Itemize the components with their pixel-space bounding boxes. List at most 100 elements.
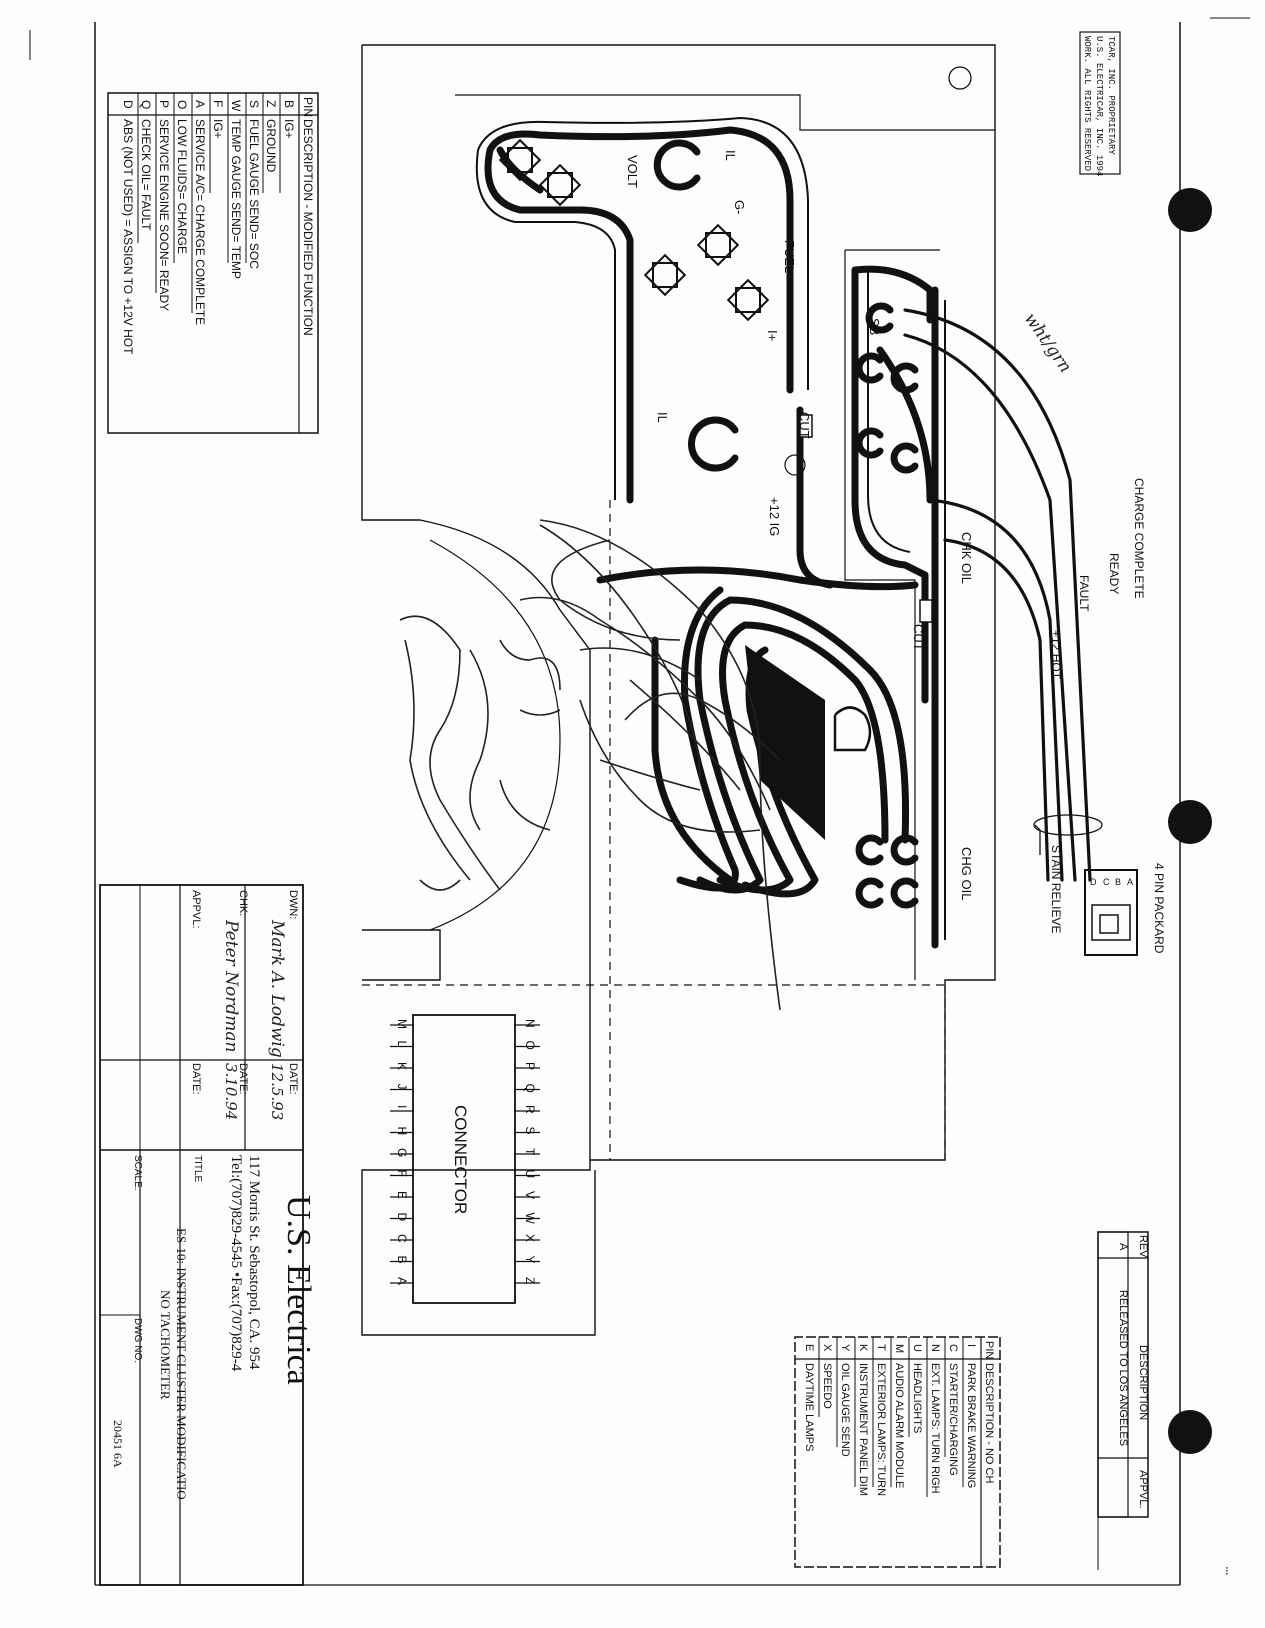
proprietary-notice: TCAR, INC. PROPRIETARY U.S. ELECTRICAR, … <box>1079 31 1121 176</box>
handwritten-wire-note: wht/grn <box>1020 309 1075 376</box>
pin-cell: S <box>247 100 261 108</box>
mounting-hole <box>784 454 806 476</box>
pin-description: GROUND <box>264 119 278 173</box>
label-ready: READY <box>1107 553 1121 594</box>
label-chg-oil: CHG OIL <box>959 847 974 900</box>
company-name: U.S. Electrica <box>280 1195 317 1385</box>
dwn-date: 12.5.93 <box>268 1063 286 1120</box>
company-phone: Tel:(707)829-4545 •Fax:(707)829-4 <box>228 1155 244 1372</box>
company-address: 117 Morris St. Sebastopol, CA. 954 <box>246 1155 262 1370</box>
pin-cell: F <box>211 100 225 107</box>
chk-date: 3.10.94 <box>222 1063 240 1120</box>
pin-description: SPEEDO <box>821 1363 833 1409</box>
title-label: TITLE <box>192 1155 203 1183</box>
label-4-pin-packard: 4 PIN PACKARD <box>1152 863 1166 954</box>
pin-description: IG+ <box>282 119 296 139</box>
packard-pin-label: B <box>1115 877 1121 887</box>
pin-cell: O <box>175 100 189 109</box>
harness-wires <box>903 308 1103 882</box>
connector-label: CONNECTOR <box>451 1105 470 1214</box>
connector-pin-label: S <box>523 1127 537 1135</box>
cut-marker <box>919 599 933 623</box>
label-i-plus: I+ <box>765 330 780 341</box>
notice-line-1: TCAR, INC. PROPRIETARY <box>1106 36 1116 155</box>
connector-pin-label: G <box>395 1148 409 1157</box>
pin-cell: W <box>229 100 243 112</box>
pin-description: SERVICE ENGINE SOON= READY <box>157 119 171 311</box>
connector-pin-label: Z <box>523 1277 537 1284</box>
connector-pin-label: I <box>395 1105 409 1108</box>
description-header: DESCRIPTION - MODIFIED FUNCTION <box>301 119 315 336</box>
chk-date-label: DATE: <box>237 1063 249 1095</box>
pin-cell: X <box>821 1344 833 1352</box>
pin-header: PIN <box>301 97 315 117</box>
pin-table-no-change: PIN DESCRIPTION - NO CH I PARK BRAKE WAR… <box>794 1336 1001 1568</box>
pin-cell: D <box>121 100 135 109</box>
connector-pin-label: Y <box>523 1256 537 1264</box>
connector-pin-label: L <box>395 1041 409 1048</box>
label-volt: VOLT <box>625 155 640 188</box>
rev-header: REV. <box>1137 1235 1149 1260</box>
label-cut-2: CUT <box>911 624 926 651</box>
connector-block: CONNECTOR <box>412 1014 516 1304</box>
packard-connector: D C B A <box>1084 869 1138 956</box>
dwg-number: 20451 6A <box>111 1420 125 1468</box>
packard-pin-label: D <box>1090 877 1097 887</box>
connector-pin-label: Q <box>523 1084 537 1093</box>
pin-cell: C <box>947 1344 959 1352</box>
label-fuel: FUEL <box>782 240 797 273</box>
pin-description: IG+ <box>211 119 225 139</box>
strain-relief-loop <box>1033 814 1103 836</box>
pin-cell: U <box>911 1344 923 1352</box>
label-strain-relieve: STAIN RELIEVE <box>1049 845 1063 933</box>
binder-hole <box>1168 800 1212 844</box>
pin-description: DAYTIME LAMPS <box>803 1363 815 1451</box>
mounting-hole <box>948 66 972 90</box>
pin-description: AUDIO ALARM MODULE <box>893 1363 905 1488</box>
label-g-minus: G- <box>732 200 747 214</box>
pin-description: PARK BRAKE WARNING <box>965 1363 977 1488</box>
dwn-name: Mark A. Lodwig <box>267 919 287 1058</box>
description-header: DESCRIPTION - NO CH <box>983 1363 995 1483</box>
pin-cell: A <box>193 100 207 108</box>
connector-pin-label: O <box>523 1041 537 1050</box>
pin-cell: Q <box>139 100 153 109</box>
gauge-rings <box>653 139 739 472</box>
filled-pad <box>745 645 825 840</box>
pin-cell: P <box>157 100 171 108</box>
pin-description: CHECK OIL= FAULT <box>139 119 153 231</box>
connector-pin-label: K <box>395 1062 409 1070</box>
appvl-date-label: DATE: <box>190 1063 202 1095</box>
cut-marker <box>799 414 813 438</box>
pin-cell: K <box>857 1344 869 1352</box>
label-il-top: IL <box>723 150 738 161</box>
notice-line-2: U.S. ELECTRICAR, INC. 1994 <box>1094 36 1104 176</box>
connector-pin-label: F <box>395 1170 409 1177</box>
label-fault: FAULT <box>1077 575 1091 612</box>
pin-cell: E <box>803 1344 815 1351</box>
connector-pin-label: M <box>395 1019 409 1029</box>
pin-cell: T <box>875 1344 887 1351</box>
pin-description: OIL GAUGE SEND <box>839 1363 851 1457</box>
title-line-1: ES-10: INSTRUMENT CLUSTER MODIFICATIO <box>174 1228 189 1500</box>
connector-pin-label: J <box>395 1084 409 1090</box>
rev-description: RELEASED TO LOS ANGELES <box>1117 1290 1129 1446</box>
handwritten-signature <box>399 519 781 1011</box>
label-chk-oil: CHK OIL <box>959 532 974 584</box>
title-line-2: NO TACHOMETER <box>158 1290 173 1400</box>
connector-pin-label: B <box>395 1256 409 1264</box>
board-labels: IL VOLT G- FUEL I+ IL CUT +12 IG SB CHK … <box>625 150 974 900</box>
packard-pin-label: C <box>1103 877 1110 887</box>
notice-line-3: WORK. ALL RIGHTS RESERVED <box>1082 36 1092 171</box>
title-block: DWN: Mark A. Lodwig DATE: 12.5.93 CHK: P… <box>99 884 317 1586</box>
pin-description: TEMP GAUGE SEND= TEMP <box>229 119 243 279</box>
pin-description: EXT. LAMPS: TURN RIGH <box>929 1363 941 1494</box>
dwg-no-label: DWG NO. <box>132 1318 143 1363</box>
pin-header: PIN <box>983 1341 995 1359</box>
pin-description: INSTRUMENT PANEL DIM <box>857 1363 869 1496</box>
dwn-date-label: DATE: <box>287 1063 299 1095</box>
